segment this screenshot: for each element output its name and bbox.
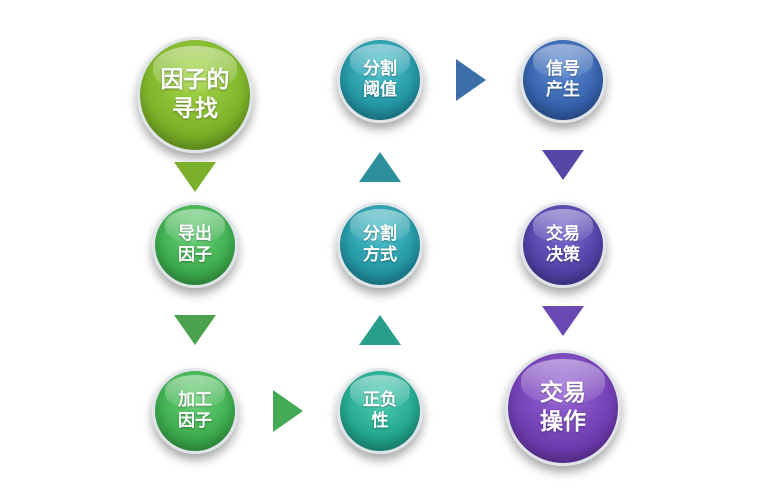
node-decision: 交易 决策 (520, 202, 606, 288)
node-factor-search-line1: 因子的 (160, 67, 230, 94)
node-factor-search-line2: 寻找 (172, 96, 218, 122)
node-process-factor-line1: 加工 (178, 389, 212, 410)
arrow-down-2 (174, 315, 216, 345)
node-factor-search: 因子的 寻找 (137, 37, 253, 153)
node-split-method-line2: 方式 (363, 245, 397, 265)
node-sign-line1: 正负 (363, 389, 397, 410)
node-split-threshold-line2: 阈值 (363, 80, 397, 100)
node-sign: 正负 性 (337, 368, 423, 454)
node-split-method: 分割 方式 (337, 202, 423, 288)
node-signal: 信号 产生 (520, 37, 606, 123)
node-process-factor: 加工 因子 (152, 368, 238, 454)
node-split-method-line1: 分割 (363, 223, 397, 244)
node-export-factor-line2: 因子 (178, 245, 212, 265)
node-process-factor-line2: 因子 (178, 411, 212, 431)
arrow-right-2 (456, 59, 486, 101)
arrow-right-1 (273, 390, 303, 432)
node-operation-line2: 操作 (540, 409, 586, 435)
node-operation: 交易 操作 (505, 350, 621, 466)
arrow-down-4 (542, 306, 584, 336)
node-sign-line2: 性 (371, 411, 389, 431)
node-operation-line1: 交易 (540, 380, 586, 407)
node-export-factor: 导出 因子 (152, 202, 238, 288)
node-decision-line2: 决策 (546, 245, 580, 265)
arrow-up-2 (359, 152, 401, 182)
arrow-down-3 (542, 150, 584, 180)
node-signal-line2: 产生 (546, 80, 580, 100)
arrow-up-1 (359, 315, 401, 345)
node-split-threshold: 分割 阈值 (337, 37, 423, 123)
node-decision-line1: 交易 (546, 223, 580, 244)
node-split-threshold-line1: 分割 (363, 58, 397, 79)
node-signal-line1: 信号 (546, 58, 580, 79)
node-export-factor-line1: 导出 (178, 223, 212, 244)
arrow-down-1 (174, 162, 216, 192)
